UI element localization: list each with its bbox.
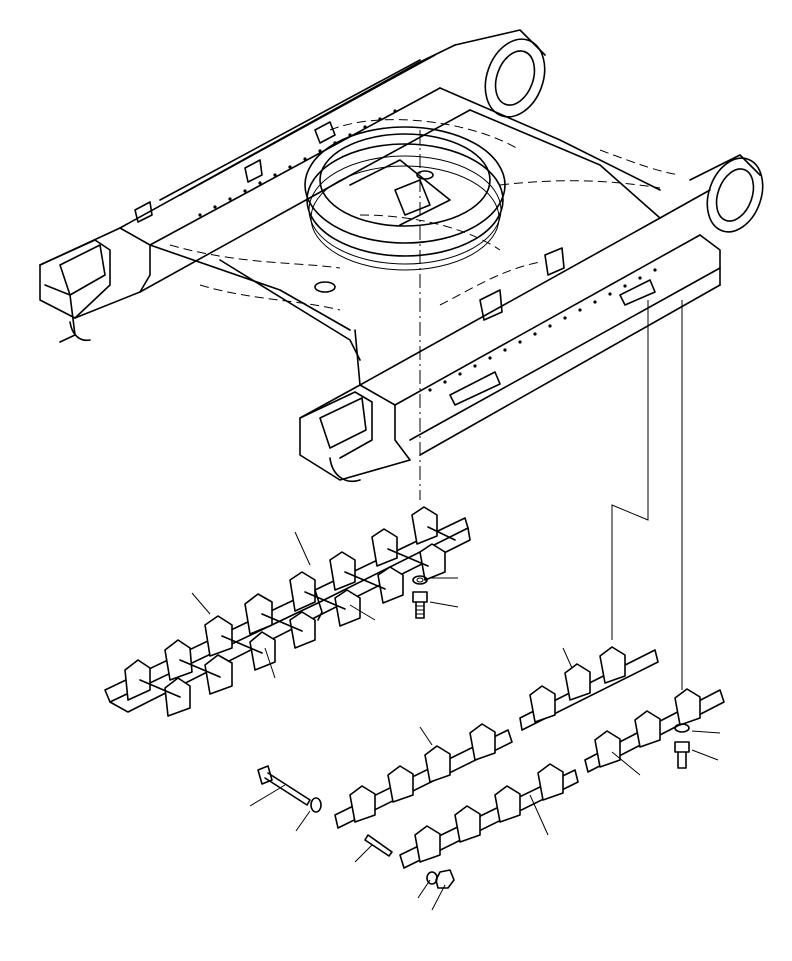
upper-bolt: [412, 575, 428, 619]
long-bolt: [257, 765, 322, 813]
frame-bolt-holes: [198, 109, 657, 392]
nuts: [426, 869, 455, 889]
front-idler-yoke-right: [299, 391, 373, 482]
track-frame: [39, 44, 721, 481]
center-lines: [419, 130, 683, 690]
upper-track-guard: [104, 506, 471, 717]
lower-track-guard: [334, 646, 725, 869]
front-idler-yoke: [39, 239, 111, 343]
leader-lines: [191, 531, 721, 911]
rear-sprocket-housing: [454, 29, 764, 233]
right-bolt: [674, 723, 690, 769]
pin: [364, 834, 393, 857]
swing-circle: [304, 126, 506, 271]
